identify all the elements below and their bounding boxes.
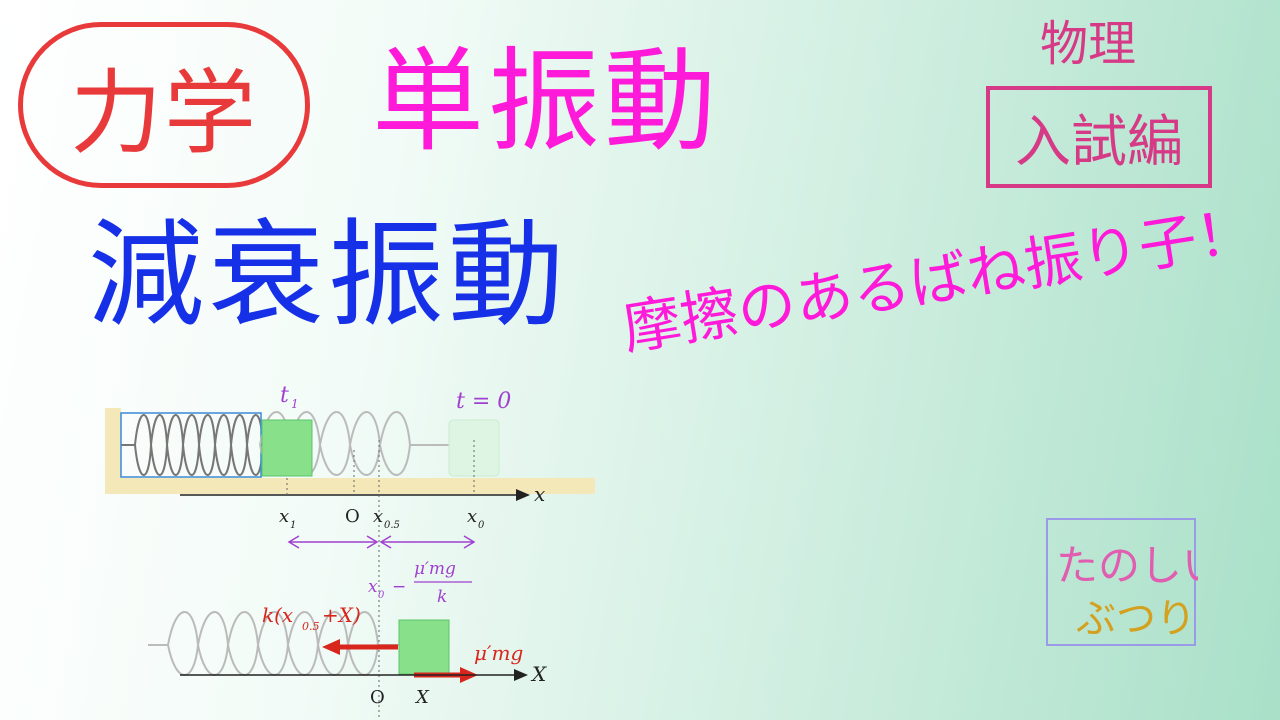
tick-x0-sub: 0 <box>478 520 485 531</box>
spring-force-prefix: k(x <box>262 603 293 627</box>
tick-x1: x <box>279 506 289 527</box>
upper-spring-compressed <box>121 414 275 476</box>
label-t0: t = 0 <box>456 389 511 414</box>
exam-label-box: 入試編 <box>986 86 1212 188</box>
upper-floor <box>105 478 595 494</box>
tick-x0: x <box>467 506 477 527</box>
tick-x05: x <box>373 506 383 527</box>
label-t1-sub: 1 <box>291 397 299 411</box>
channel-logo-art: たのしい ぶつり <box>1056 541 1198 642</box>
spring-force-arrowhead <box>322 639 340 655</box>
spring-force-sub: 0.5 <box>302 620 320 633</box>
friction-label: μ′mg <box>474 641 523 665</box>
category-badge: 力学 <box>18 22 310 188</box>
tagline: 摩擦のあるばね振り子！ <box>618 195 1259 363</box>
lower-axis-label: X <box>530 662 547 686</box>
block-at-t1 <box>261 419 313 477</box>
upper-wall <box>105 408 121 492</box>
upper-axis-arrow <box>516 489 530 501</box>
tick-origin-upper: O <box>345 506 360 527</box>
channel-logo: たのしい ぶつり <box>1046 518 1198 646</box>
spring-force-suffix: +X) <box>322 603 361 627</box>
formula-denominator: k <box>437 587 447 607</box>
formula-x: x <box>368 577 378 597</box>
upper-guides <box>286 440 475 720</box>
spring-diagram: t 1 t = 0 x x 1 O x 0.5 x 0 x 0 − μ′mg k… <box>105 383 595 720</box>
lower-block <box>398 619 450 675</box>
formula-minus: − <box>392 577 406 597</box>
lower-axis-arrow <box>514 669 528 681</box>
half-amplitude-arrows <box>287 535 476 549</box>
logo-line1: たのしい <box>1056 541 1198 590</box>
formula-x-sub: 0 <box>378 590 385 601</box>
block-at-t0 <box>448 419 500 477</box>
formula-numerator: μ′mg <box>414 559 456 579</box>
tick-x1-sub: 1 <box>290 520 296 531</box>
exam-label: 入試編 <box>1015 109 1183 175</box>
subject-label: 物理 <box>1040 16 1137 72</box>
logo-line2: ぶつり <box>1076 596 1196 642</box>
sub-title: 減衰振動 <box>88 208 568 343</box>
upper-axis-label: x <box>534 482 545 506</box>
label-t1: t <box>280 383 289 408</box>
tick-origin-lower: O <box>370 687 385 708</box>
upper-spring-box <box>120 412 262 478</box>
tick-X: X <box>414 687 430 708</box>
category-badge-text: 力学 <box>69 59 258 167</box>
tick-x05-sub: 0.5 <box>384 520 400 531</box>
main-title: 単振動 <box>372 37 720 167</box>
